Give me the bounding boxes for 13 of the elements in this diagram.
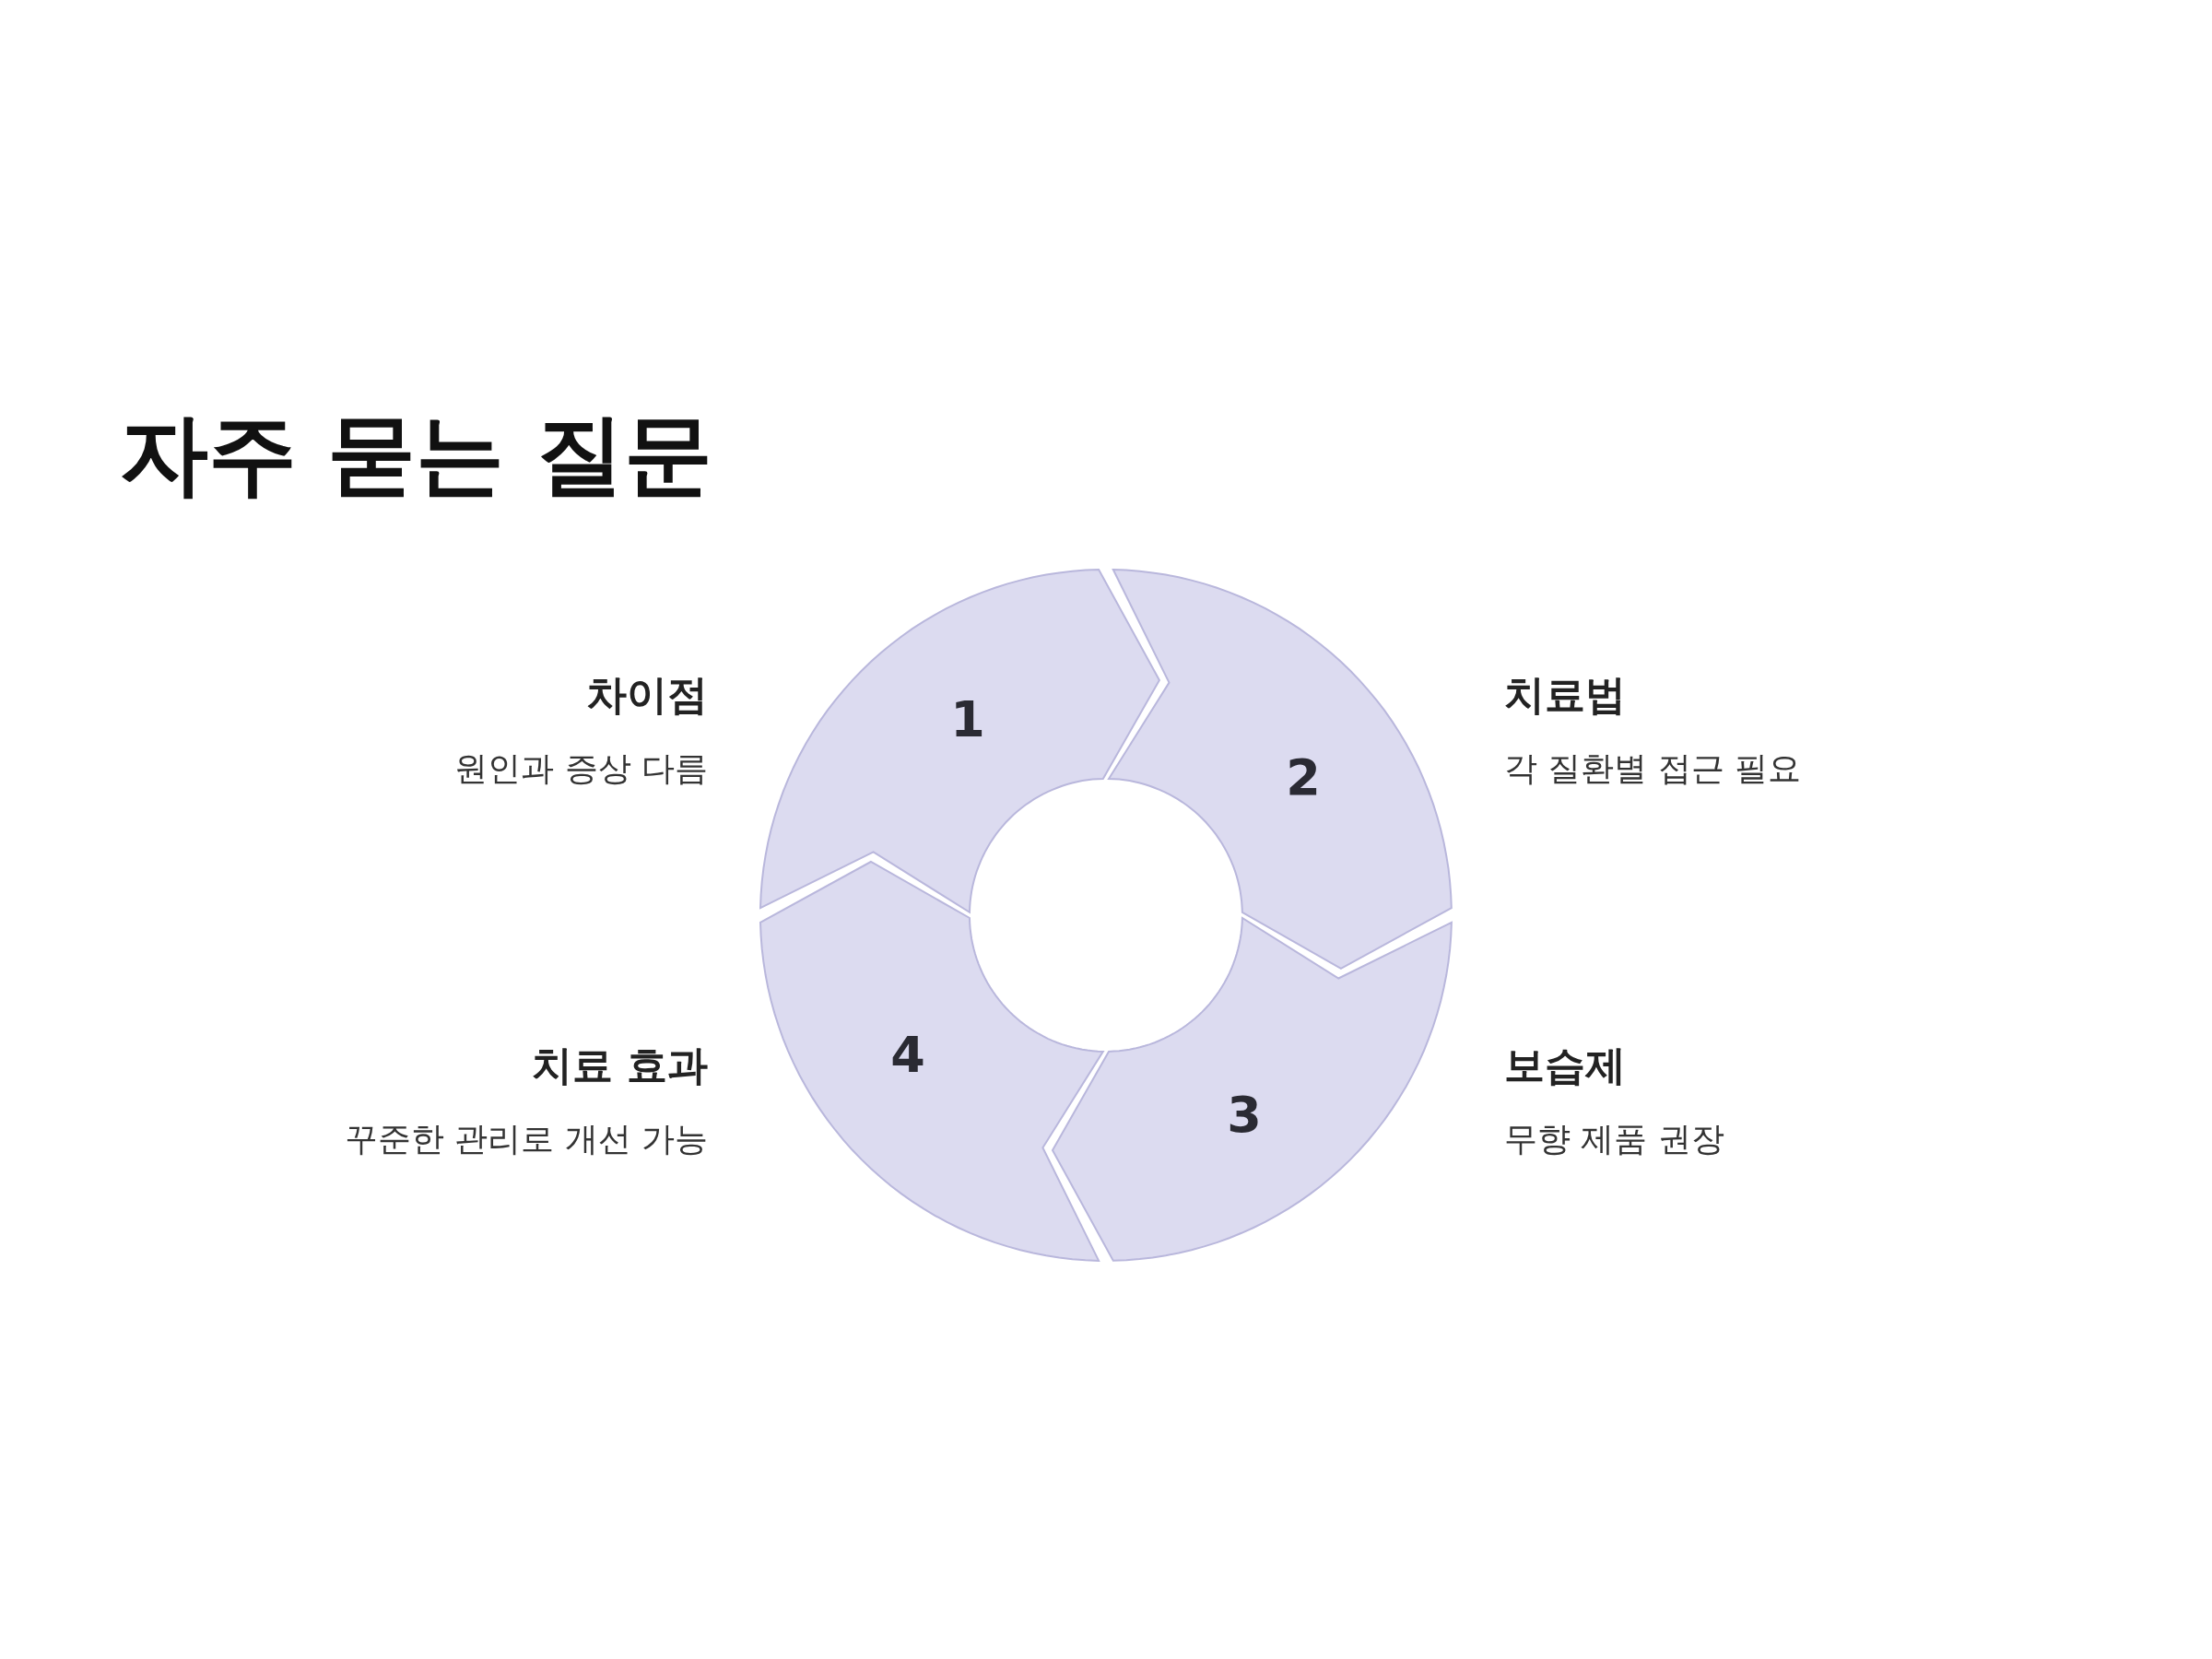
step-heading: 차이점 bbox=[586, 670, 708, 720]
step-description: 무향 제품 권장 bbox=[1504, 1119, 1724, 1159]
step-heading: 치료법 bbox=[1504, 670, 1626, 720]
step-number: 3 bbox=[1227, 1085, 1262, 1144]
step-description: 꾸준한 관리로 개선 가능 bbox=[344, 1119, 708, 1159]
step-number: 4 bbox=[890, 1025, 925, 1084]
step-number: 2 bbox=[1286, 747, 1321, 806]
step-heading: 보습제 bbox=[1504, 1041, 1626, 1090]
step-description: 원인과 증상 다름 bbox=[454, 748, 708, 789]
step-number: 1 bbox=[950, 689, 985, 748]
title: 자주 묻는 질문 bbox=[120, 402, 712, 508]
step-heading: 치료 효과 bbox=[531, 1041, 708, 1090]
step-description: 각 질환별 접근 필요 bbox=[1504, 748, 1802, 789]
